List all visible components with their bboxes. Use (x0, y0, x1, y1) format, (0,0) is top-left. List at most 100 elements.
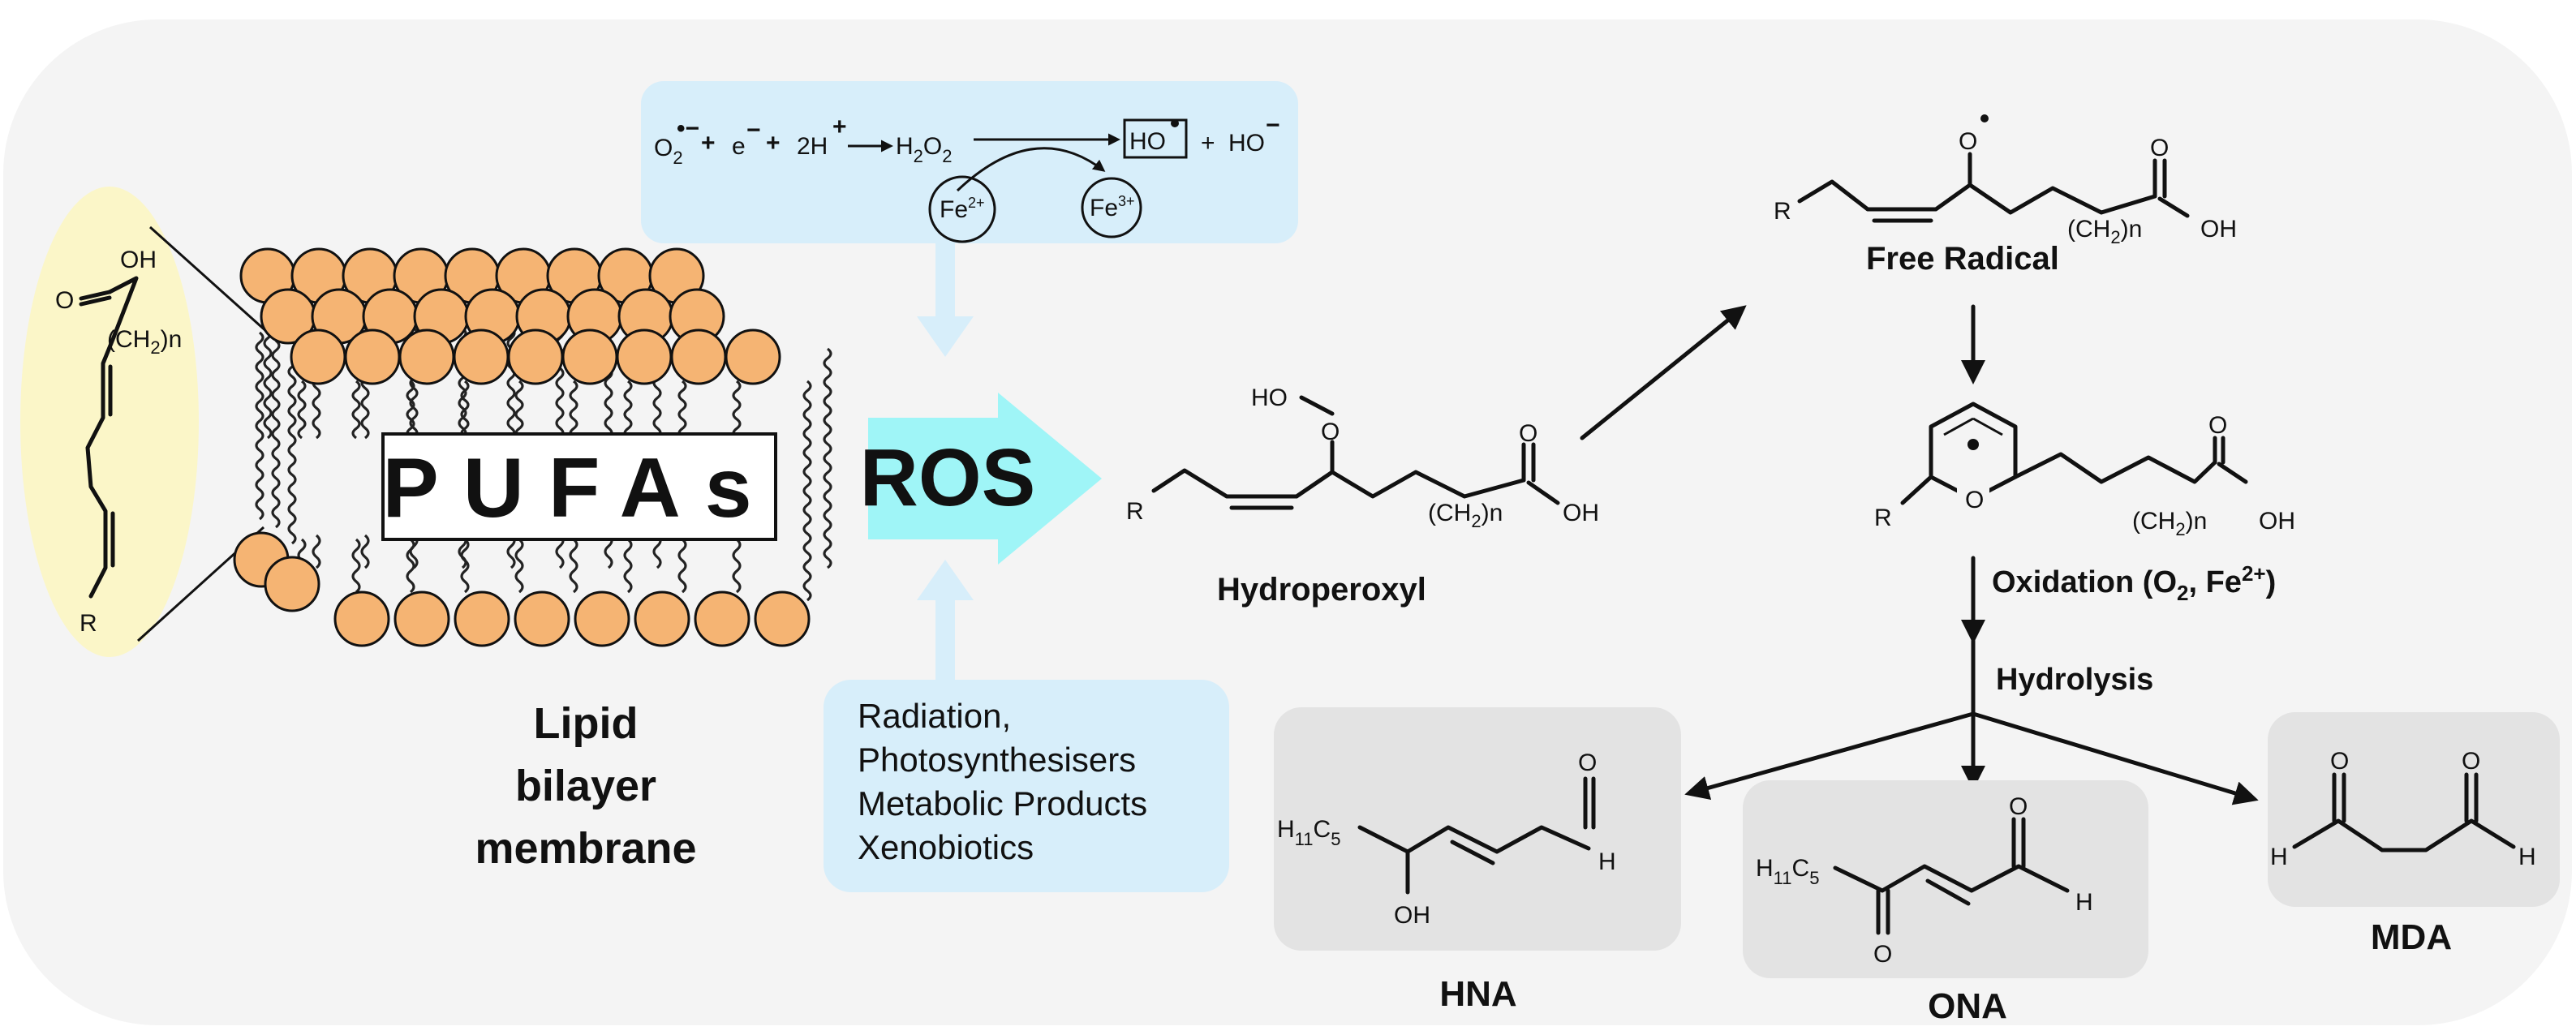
source-xenobiotics: Xenobiotics (858, 828, 1034, 866)
lipid-tail (406, 538, 415, 594)
hydroperoxyl-label: Hydroperoxyl (1217, 572, 1426, 608)
lipid-tail (732, 380, 742, 440)
free-radical-chain: (CH2)n (2067, 216, 2142, 247)
free-radical-label: Free Radical (1866, 241, 2059, 277)
superoxide: O2 (654, 135, 683, 168)
source-radiation: Radiation, (858, 697, 1011, 735)
lipid-head (574, 591, 630, 647)
pufa-o: O (55, 287, 74, 314)
lipid-head (634, 591, 690, 647)
svg-text:+: + (766, 130, 781, 157)
lipid-tail (802, 380, 812, 602)
free-radical-oh: OH (2200, 216, 2237, 243)
ona-label: ONA (1928, 986, 2007, 1026)
pufas-label-box (381, 432, 777, 541)
lipid-head (264, 556, 320, 612)
lipid-head (393, 591, 450, 647)
source-photosynthesisers: Photosynthesisers (858, 741, 1136, 779)
svg-text:+: + (1201, 130, 1215, 157)
oxidation-label: Oxidation (O2, Fe2+) (1992, 561, 2276, 605)
lipid-tail (623, 538, 633, 594)
free-radical-o: O (1959, 128, 1977, 155)
mda-o1: O (2330, 748, 2349, 775)
hydroxide: HO (1228, 130, 1265, 157)
lipid-tail (312, 534, 321, 569)
hydroperoxyl-ho: HO (1251, 384, 1288, 411)
lipid-tail (460, 538, 470, 594)
lipid-tail (460, 380, 470, 440)
lipid-head (514, 591, 570, 647)
lipid-tail (287, 355, 297, 545)
cyclic-r: R (1874, 505, 1892, 531)
hna-alkyl: H11C5 (1277, 816, 1340, 849)
hydroperoxyl-acid-o: O (1519, 420, 1537, 447)
arrow-to-free-radical (1580, 305, 1747, 440)
ros-label: ROS (860, 432, 1036, 523)
hydroperoxyl-chain: (CH2)n (1428, 500, 1503, 531)
lipid-tail (823, 347, 832, 569)
mda-h1: H (2270, 844, 2288, 870)
fe3-circle (1081, 177, 1142, 238)
membrane-caption-line1: Lipid (534, 699, 639, 748)
lipid-head (694, 591, 750, 647)
lipid-head (507, 329, 564, 385)
lipid-bilayer (233, 247, 832, 647)
lipid-tail (677, 538, 687, 594)
fe2: Fe2+ (940, 195, 985, 223)
cyclic-oh: OH (2259, 508, 2295, 535)
fe2-circle (928, 175, 996, 243)
ona-o: O (2009, 793, 2028, 820)
pufa-r: R (80, 610, 97, 637)
lipid-tail (360, 534, 370, 569)
lipid-tail (297, 380, 307, 440)
hna-oh: OH (1394, 902, 1430, 929)
mda-label: MDA (2371, 917, 2452, 957)
lipid-tail (514, 380, 524, 440)
arrow-up-from-sources (917, 560, 974, 681)
arrow-down-from-reaction (917, 243, 974, 357)
fe3: Fe3+ (1090, 193, 1135, 221)
lipid-head (344, 329, 401, 385)
lipid-tail (351, 380, 361, 440)
svg-text:−: − (746, 117, 761, 144)
hna-product: H11C5 OH O H HNA (1274, 707, 1681, 1014)
svg-text:+: + (832, 114, 847, 140)
lipid-tail (732, 538, 742, 594)
lipid-head (616, 329, 673, 385)
cyclic-peroxide-structure: O R O (CH2)n OH (1874, 402, 2295, 539)
lipid-head (290, 329, 346, 385)
free-radical-structure: O R O (CH2)n OH Free Radical (1774, 114, 2237, 277)
pufa-chain: (CH2)n (107, 326, 182, 358)
lipid-head (725, 329, 781, 385)
hna-o: O (1578, 749, 1597, 776)
membrane-caption-line2: bilayer (515, 762, 656, 810)
hna-label: HNA (1439, 974, 1516, 1014)
lipid-head (561, 329, 618, 385)
source-metabolic-products: Metabolic Products (858, 784, 1147, 822)
svg-text:•−: •− (677, 115, 699, 142)
lipid-head (333, 591, 390, 647)
lipid-tail (255, 331, 264, 521)
mda-product: O O H H MDA (2268, 712, 2560, 957)
mda-h2: H (2518, 844, 2536, 870)
hydroperoxyl-o: O (1321, 419, 1340, 445)
hydroxyl-radical: HO (1129, 128, 1166, 155)
cyclic-chain: (CH2)n (2132, 508, 2207, 539)
hydroperoxyl-r: R (1126, 498, 1144, 525)
pufa-highlight (20, 187, 199, 657)
lipid-head (398, 329, 455, 385)
svg-text:+: + (701, 130, 716, 157)
mda-o2: O (2462, 748, 2480, 775)
lipid-tail (271, 339, 281, 529)
ona-h: H (2075, 889, 2093, 916)
free-radical-acid-o: O (2150, 135, 2169, 161)
ros-arrow (868, 393, 1102, 565)
lipid-tail (623, 380, 633, 440)
lipid-tail (677, 380, 687, 440)
lipid-head (754, 591, 811, 647)
svg-text:−: − (1266, 112, 1280, 139)
hna-h: H (1598, 848, 1616, 875)
ona-alkyl: H11C5 (1756, 855, 1819, 888)
lipid-tail (569, 538, 578, 594)
